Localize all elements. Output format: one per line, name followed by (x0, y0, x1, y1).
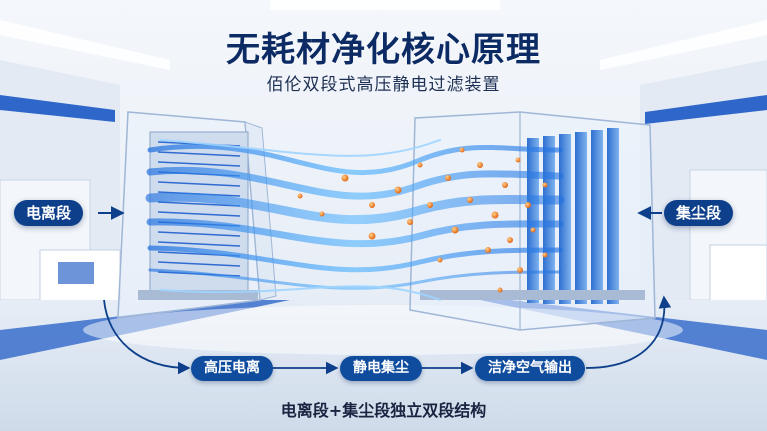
collection-stage-label: 集尘段 (664, 200, 734, 226)
page-subtitle: 佰伦双段式高压静电过滤装置 (266, 75, 501, 95)
airflow-streams (145, 139, 565, 301)
process-step-ionization: 高压电离 (191, 356, 273, 381)
structure-caption: 电离段+集尘段独立双段结构 (280, 401, 487, 420)
page-title: 无耗材净化核心原理 (226, 30, 541, 70)
ionization-module (117, 111, 277, 319)
process-step-collection: 静电集尘 (340, 356, 422, 381)
process-step-clean-air: 洁净空气输出 (475, 356, 585, 381)
dust-particles (297, 147, 548, 293)
ionization-stage-label: 电离段 (14, 200, 84, 226)
